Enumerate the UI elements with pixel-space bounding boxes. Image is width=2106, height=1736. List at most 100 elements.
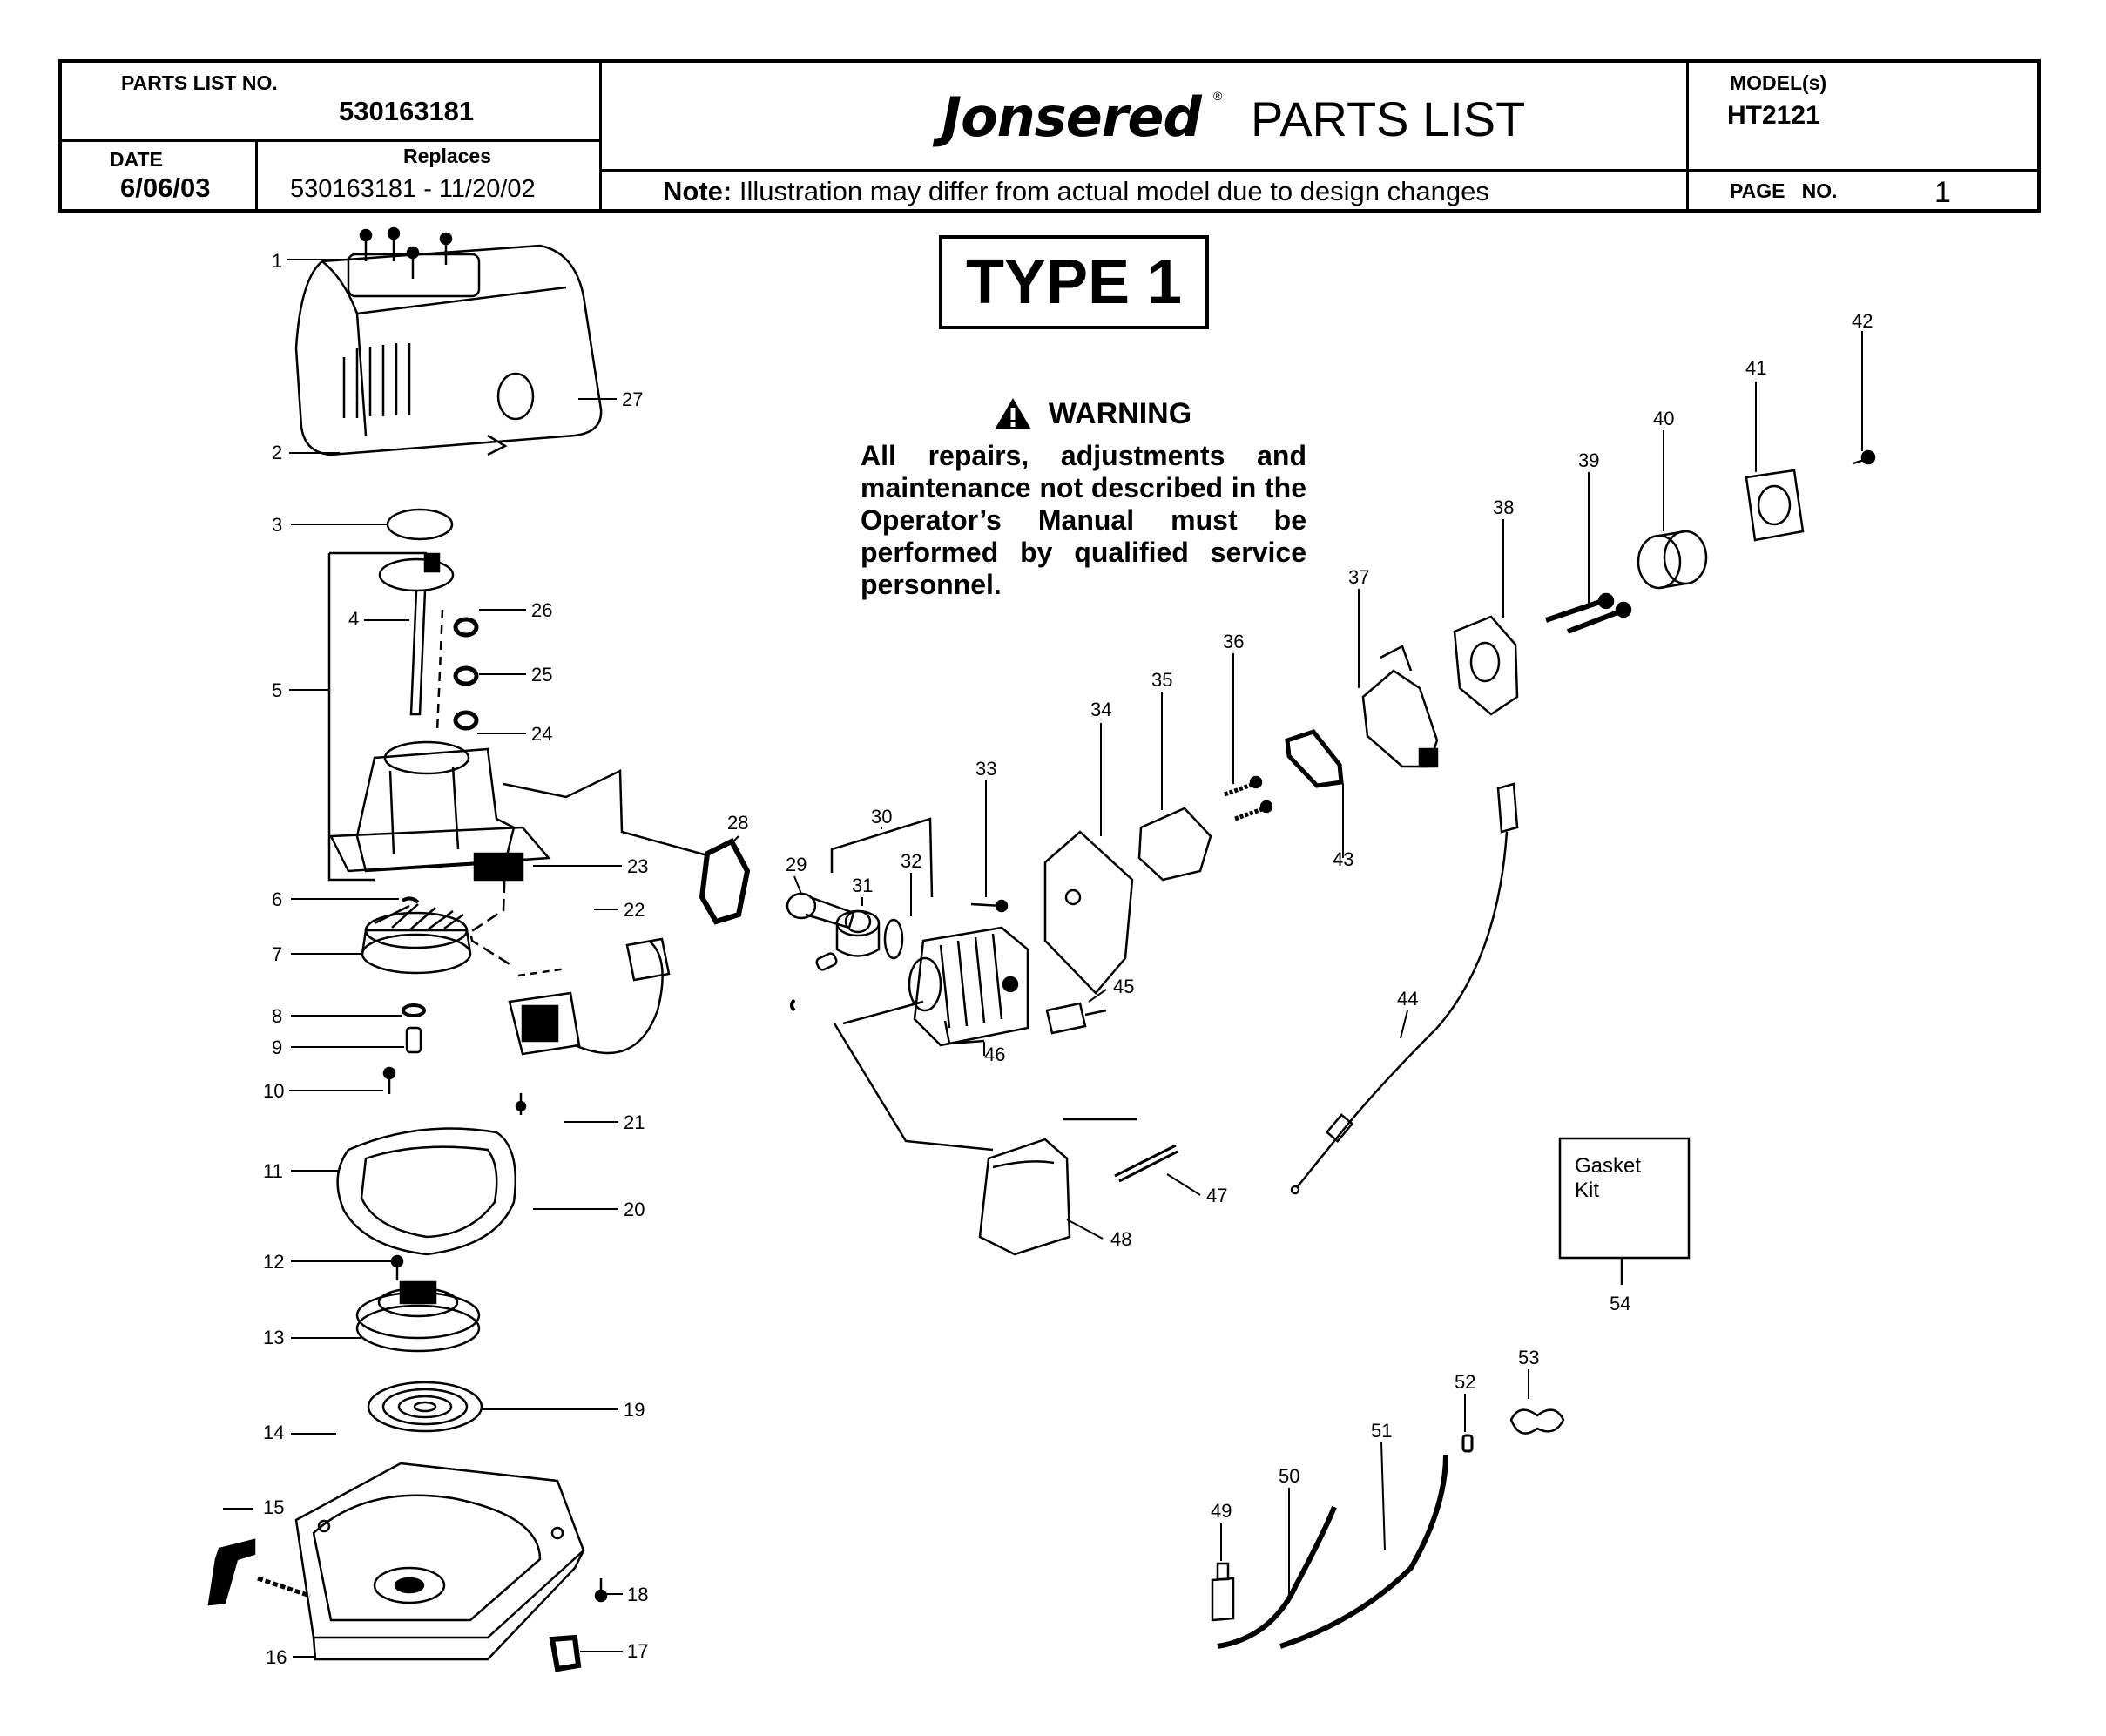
callout-54: 54 — [1610, 1293, 1630, 1314]
warning-block: WARNING All repairs, adjustments and mai… — [861, 396, 1306, 601]
group-bracket-5 — [327, 553, 375, 882]
drive-shaft-part-4 — [378, 552, 455, 716]
air-filter-base-port — [1469, 641, 1501, 683]
spark-plug-part-45 — [1045, 1002, 1107, 1035]
flywheel-part-7 — [361, 903, 472, 975]
callout-25: 25 — [531, 664, 552, 686]
callout-14: 14 — [263, 1422, 284, 1443]
header-divider — [62, 139, 601, 142]
header-divider — [1686, 63, 1689, 209]
callout-49: 49 — [1211, 1500, 1232, 1522]
page-number: 1 — [1934, 176, 1951, 209]
screw-part-10 — [382, 1066, 396, 1094]
callout-26: 26 — [531, 599, 552, 621]
washer-part-8 — [402, 1003, 426, 1017]
cable-sleeve — [1325, 1113, 1354, 1143]
header-table: PARTS LIST NO. 530163181 DATE 6/06/03 Re… — [58, 59, 2041, 213]
connecting-rod-part-29 — [786, 892, 872, 934]
screw-part-20 — [515, 1093, 527, 1115]
document-title: PARTS LIST — [1251, 91, 1526, 146]
piston-part-31 — [835, 909, 904, 960]
callout-27: 27 — [622, 388, 643, 410]
callout-21: 21 — [624, 1111, 645, 1133]
callout-30: 30 — [871, 806, 892, 827]
callout-15: 15 — [263, 1496, 284, 1518]
air-filter-base-part-38 — [1453, 615, 1519, 716]
callout-3: 3 — [272, 514, 282, 536]
callout-41: 41 — [1745, 357, 1766, 379]
starter-housing-part-14 — [294, 1462, 585, 1661]
type-label: TYPE 1 — [939, 235, 1209, 329]
callout-13: 13 — [263, 1327, 284, 1348]
date-label: DATE — [110, 148, 163, 171]
callout-leader-44 — [1400, 1010, 1408, 1039]
callout-48: 48 — [1110, 1228, 1131, 1250]
screw-part-33 — [970, 899, 1009, 913]
callout-33: 33 — [975, 758, 996, 780]
callout-42: 42 — [1852, 310, 1873, 332]
callout-36: 36 — [1223, 631, 1244, 652]
callout-9: 9 — [272, 1037, 282, 1058]
cover-knob-part-42 — [1853, 449, 1876, 465]
callout-35: 35 — [1151, 669, 1172, 691]
gasket-inner-part-11 — [360, 1145, 498, 1239]
air-filter-cover-part-41 — [1745, 469, 1805, 542]
brand-logo: Jonsered — [942, 85, 1202, 149]
callout-leaders — [223, 259, 1863, 1658]
callout-31: 31 — [852, 875, 873, 896]
callout-16: 16 — [266, 1646, 287, 1668]
warning-heading: WARNING — [861, 396, 1306, 431]
callout-23: 23 — [627, 855, 648, 877]
screw-set-part-36 — [1224, 775, 1273, 821]
insulator-part-34 — [1043, 830, 1134, 995]
note-text: Illustration may differ from actual mode… — [739, 176, 1489, 206]
callout-19: 19 — [624, 1399, 645, 1421]
cylinder-part-46 — [908, 926, 1029, 1047]
callout-7: 7 — [272, 943, 282, 965]
gasket-part-11 — [336, 1127, 517, 1256]
screw-part-12 — [390, 1254, 404, 1280]
callout-11: 11 — [263, 1160, 283, 1182]
callout-45: 45 — [1113, 976, 1134, 997]
starter-handle-part-15 — [207, 1538, 256, 1606]
parts-list-no: 530163181 — [339, 96, 475, 126]
gasket-kit-line-2: Kit — [1575, 1179, 1599, 1202]
parts-list-no-label: PARTS LIST NO. — [121, 71, 278, 94]
pin-clip-part — [790, 998, 796, 1012]
callout-22: 22 — [624, 899, 645, 921]
gasket-kit-box: Gasket Kit 54 — [1558, 1137, 1691, 1314]
assembly-path-line — [469, 861, 515, 969]
model-label: MODEL(s) — [1730, 71, 1827, 94]
callout-leader-29 — [793, 875, 802, 895]
callout-43: 43 — [1333, 848, 1353, 870]
muffler-clip-part-47 — [1114, 1144, 1178, 1183]
gasket-kit-line-1: Gasket — [1575, 1154, 1641, 1178]
callout-50: 50 — [1279, 1465, 1299, 1487]
grommet-part-17 — [549, 1634, 582, 1672]
callout-4: 4 — [348, 608, 359, 630]
gasket-part-28 — [699, 838, 751, 925]
sleeve-part-9 — [405, 1026, 422, 1054]
header-divider — [599, 63, 602, 209]
insulator-hole — [1064, 888, 1082, 906]
callout-32: 32 — [901, 850, 921, 872]
replaces-value: 530163181 - 11/20/02 — [290, 175, 536, 203]
screw-part-18 — [594, 1578, 608, 1603]
callout-28: 28 — [727, 812, 748, 834]
callout-12: 12 — [263, 1251, 284, 1273]
callout-46: 46 — [984, 1044, 1005, 1065]
retaining-clip-part-6 — [401, 896, 420, 904]
bearing-set-parts-24-26 — [435, 609, 479, 733]
ignition-module-part-21 — [508, 937, 671, 1056]
callout-leader-47 — [1166, 1173, 1201, 1196]
callout-44: 44 — [1397, 988, 1418, 1010]
fuel-filter-part-49 — [1211, 1562, 1235, 1622]
air-filter-part-40 — [1637, 530, 1708, 590]
callout-40: 40 — [1653, 408, 1674, 429]
starter-rope-part-16 — [257, 1576, 311, 1598]
callout-leader-45 — [1088, 989, 1107, 1003]
callout-29: 29 — [786, 854, 807, 875]
warning-triangle-icon — [994, 398, 1031, 429]
